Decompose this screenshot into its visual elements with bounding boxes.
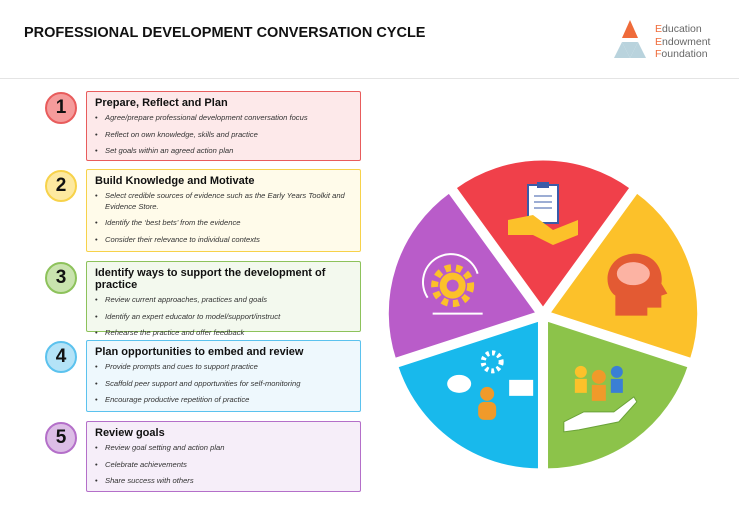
step-item: Review goal setting and action plan [95, 443, 352, 454]
step-item: Reflect on own knowledge, skills and pra… [95, 130, 352, 141]
step-item: Agree/prepare professional development c… [95, 113, 352, 124]
handshake-clipboard-icon [508, 182, 578, 245]
step-title: Identify ways to support the development… [95, 267, 326, 291]
page-title: PROFESSIONAL DEVELOPMENT CONVERSATION CY… [24, 25, 426, 41]
divider [0, 78, 739, 79]
step-title: Plan opportunities to embed and review [95, 346, 304, 358]
wheel-segment-5 [385, 189, 540, 362]
step-item: Scaffold peer support and opportunities … [95, 379, 352, 390]
wheel-segment-3 [545, 317, 692, 472]
step-title: Review goals [95, 427, 165, 439]
eef-logo-icon [614, 20, 646, 58]
step-number-5: 5 [45, 422, 77, 454]
step-number-1: 1 [45, 92, 77, 124]
step-items: Agree/prepare professional development c… [95, 113, 352, 157]
step-card-1: Prepare, Reflect and PlanAgree/prepare p… [86, 91, 361, 161]
step-card-4: Plan opportunities to embed and reviewPr… [86, 340, 361, 412]
step-item: Consider their relevance to individual c… [95, 235, 352, 246]
step-title: Prepare, Reflect and Plan [95, 97, 228, 109]
step-item: Share success with others [95, 476, 352, 487]
gear-cycle-icon [421, 253, 483, 315]
step-items: Provide prompts and cues to support prac… [95, 362, 352, 406]
step-title: Build Knowledge and Motivate [95, 175, 255, 187]
step-items: Review current approaches, practices and… [95, 295, 352, 339]
step-item: Provide prompts and cues to support prac… [95, 362, 352, 373]
step-number-2: 2 [45, 170, 77, 202]
step-item: Set goals within an agreed action plan [95, 146, 352, 157]
wheel-segment-4 [394, 317, 541, 472]
step-item: Rehearse the practice and offer feedback [95, 328, 352, 339]
cycle-wheel [385, 157, 701, 472]
step-card-3: Identify ways to support the development… [86, 261, 361, 338]
step-item: Celebrate achievements [95, 460, 352, 471]
step-item: Identify an expert educator to model/sup… [95, 312, 352, 323]
step-item: Review current approaches, practices and… [95, 295, 352, 306]
people-chat-gear-book-icon [447, 350, 534, 420]
step-items: Select credible sources of evidence such… [95, 191, 352, 245]
step-card-2: Build Knowledge and MotivateSelect credi… [86, 169, 361, 252]
step-number-3: 3 [45, 262, 77, 294]
step-card-5: Review goalsReview goal setting and acti… [86, 421, 361, 492]
step-item: Select credible sources of evidence such… [95, 191, 352, 212]
head-brain-icon [607, 253, 668, 316]
step-items: Review goal setting and action planCeleb… [95, 443, 352, 487]
logo-text: Education Endowment Foundation [655, 23, 711, 60]
step-item: Encourage productive repetition of pract… [95, 395, 352, 406]
step-number-4: 4 [45, 341, 77, 373]
hand-people-icon [563, 365, 638, 433]
step-item: Identify the ‘best bets’ from the eviden… [95, 218, 352, 229]
